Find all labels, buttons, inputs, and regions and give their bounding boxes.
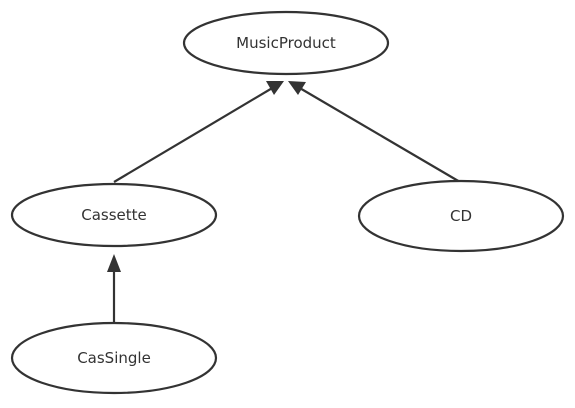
arrowhead [107, 254, 121, 272]
node-ellipse [10, 182, 218, 248]
node-cassette[interactable]: Cassette [10, 182, 218, 248]
edge-cd-to-musicproduct [288, 81, 461, 183]
edge-cassingle-to-cassette [107, 254, 121, 324]
node-cassingle[interactable]: CasSingle [10, 321, 218, 395]
edge-line [113, 86, 275, 183]
arrowhead [288, 81, 306, 95]
node-label: CD [450, 207, 472, 225]
node-ellipse [10, 321, 218, 395]
node-ellipse [182, 10, 390, 76]
edge-cassette-to-musicproduct [113, 81, 284, 183]
node-ellipse [357, 179, 565, 253]
node-label: MusicProduct [236, 34, 336, 52]
edge-line [297, 86, 461, 183]
node-cd[interactable]: CD [357, 179, 565, 253]
node-label: CasSingle [77, 349, 151, 367]
node-label: Cassette [81, 206, 147, 224]
arrowhead [266, 81, 284, 95]
node-musicproduct[interactable]: MusicProduct [182, 10, 390, 76]
